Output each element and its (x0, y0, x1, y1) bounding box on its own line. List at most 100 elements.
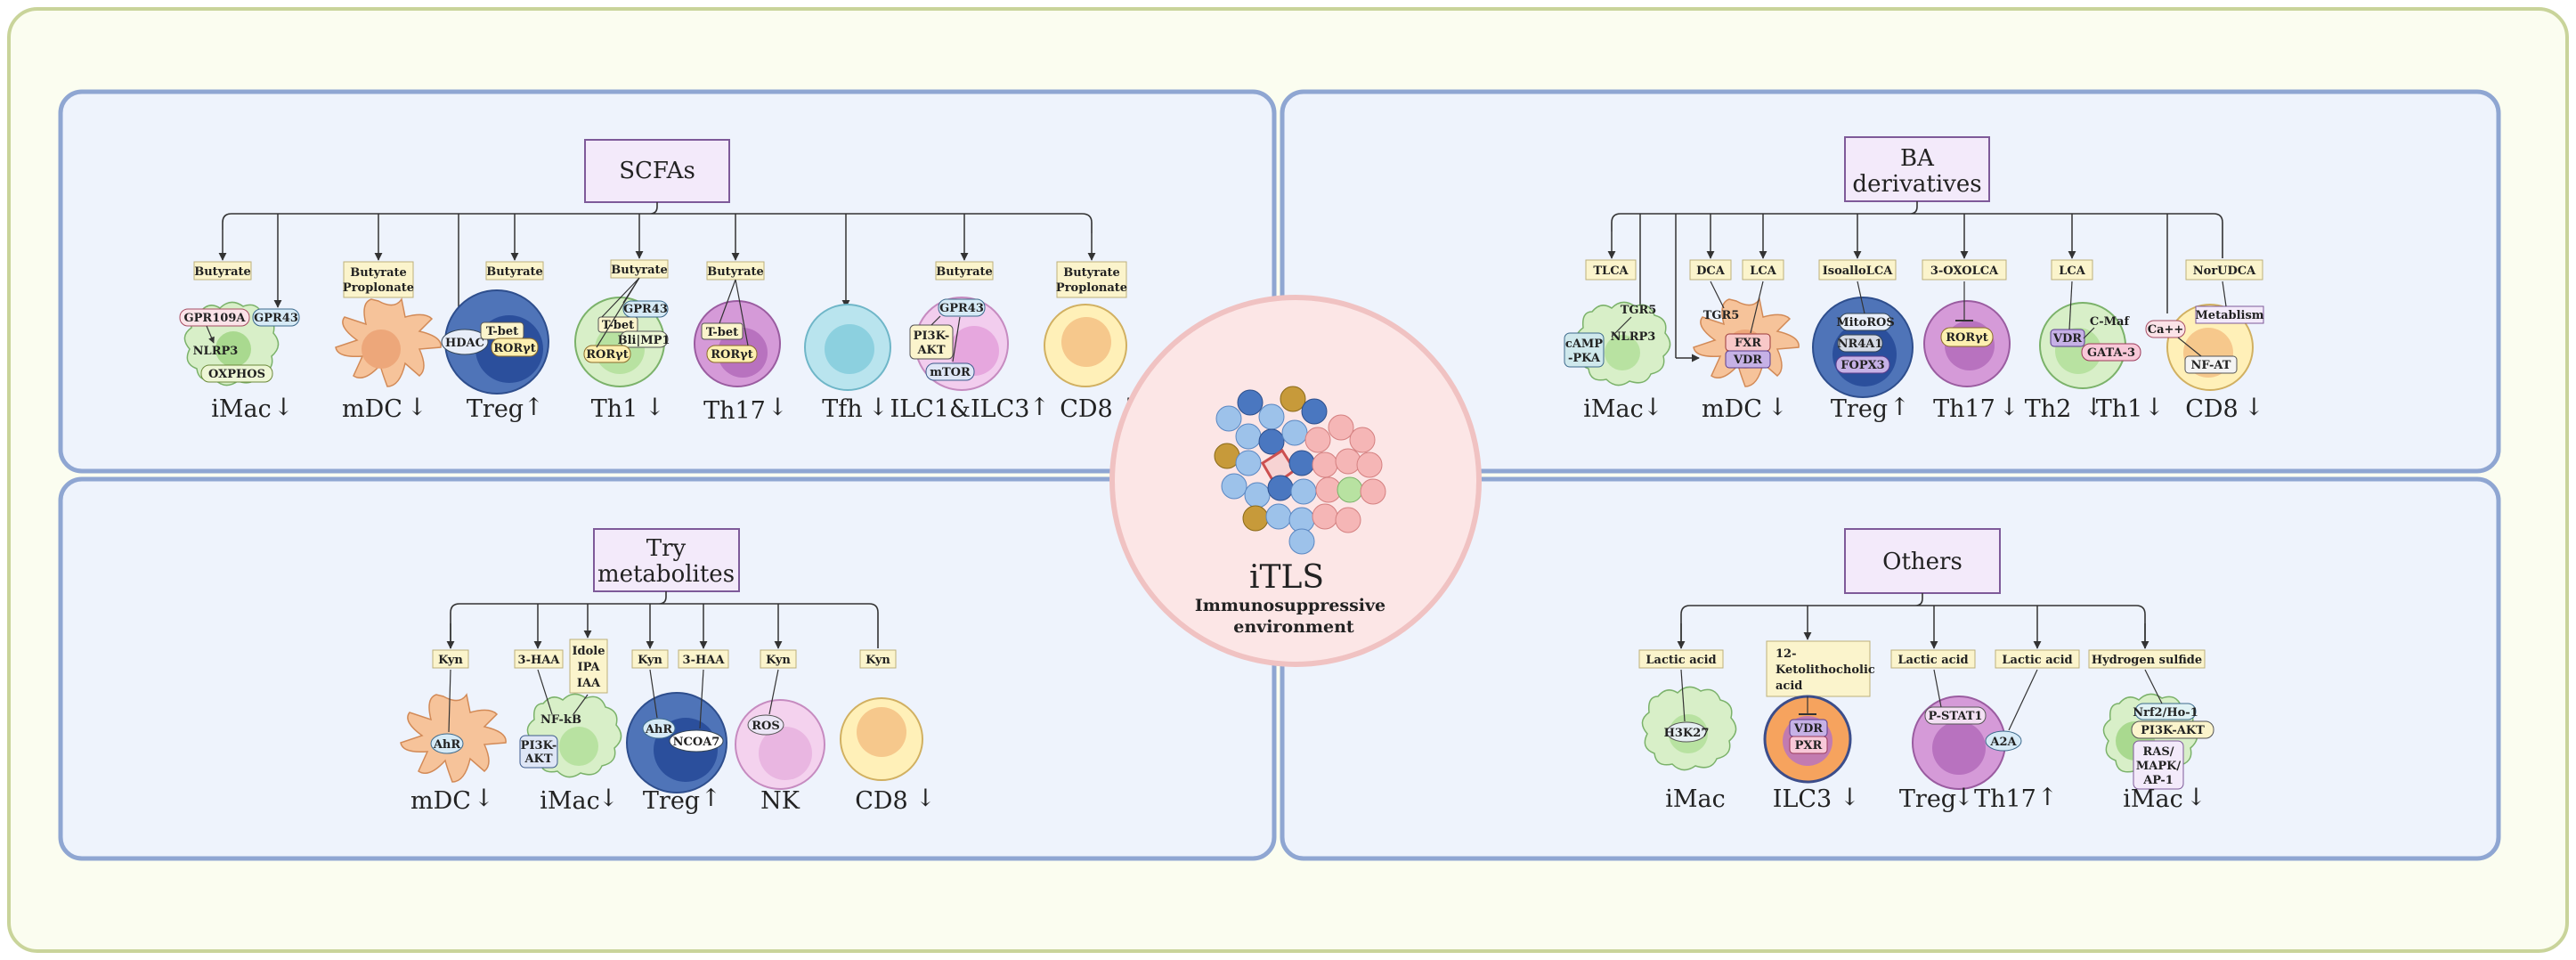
svg-text:RAS/: RAS/ (2142, 745, 2174, 759)
svg-text:OXPHOS: OXPHOS (208, 368, 265, 381)
try-imac-cell: NF-kB PI3K- AKT (519, 669, 622, 778)
others-label-lactic-b: Lactic acid (1897, 654, 1968, 667)
try-cell-nk: NK (760, 787, 800, 815)
try-nk-cell: ROS (735, 669, 825, 790)
scfa-title-box (584, 139, 730, 203)
others-label-lactic-c: Lactic acid (2002, 654, 2072, 667)
ba-th2-cell: VDR C-Maf GATA-3 (2039, 281, 2141, 389)
scfa-label-mdc-2: Proplonate (343, 281, 414, 295)
ba-title-2: derivatives (1852, 171, 1981, 198)
scfa-cd8-cell (1044, 304, 1127, 387)
center-subtitle-2: environment (1233, 617, 1354, 637)
ba-label-dca: DCA (1696, 264, 1726, 278)
ba-th2-down: ↓ (2084, 394, 2104, 421)
ba-th17-cell: RORγt (1923, 281, 2011, 387)
others-treg-down: ↓ (1954, 784, 1974, 811)
scfa-label-cd8-1: Butyrate (1063, 266, 1120, 280)
try-mdc-cell: AhR (400, 669, 507, 783)
ba-treg-cell: MitoROS NR4A1 FOPX3 (1812, 281, 1914, 398)
ba-cell-mdc: mDC (1702, 395, 1762, 423)
svg-text:AKT: AKT (524, 753, 552, 766)
ba-th17-down: ↓ (1999, 394, 2019, 421)
svg-text:RORγt: RORγt (1946, 331, 1988, 345)
others-label-lactic-a: Lactic acid (1646, 654, 1716, 667)
others-label-h2s: Hydrogen sulfide (2092, 654, 2202, 667)
svg-text:PI3K-AKT: PI3K-AKT (2141, 724, 2205, 737)
others-title: Others (1882, 549, 1962, 575)
svg-text:AKT: AKT (916, 344, 945, 357)
svg-text:MitoROS: MitoROS (1836, 316, 1895, 329)
try-label-haa-b: 3-HAA (683, 654, 726, 667)
scfa-cell-ilc: ILC1&ILC3 (890, 395, 1030, 423)
try-treg-up: ↑ (701, 785, 721, 812)
svg-text:VDR: VDR (2052, 332, 2082, 346)
scfa-title: SCFAs (619, 158, 695, 184)
center-itls: iTLS Immunosuppressive environment (1109, 295, 1482, 667)
scfa-th1-down: ↓ (645, 394, 665, 421)
ba-cd8-down: ↓ (2244, 394, 2264, 421)
others-label-keto-3: acid (1776, 679, 1802, 693)
scfa-mdc-cell (335, 297, 442, 387)
try-treg-cell: AhR NCOA7 (626, 669, 727, 793)
others-imac-b-down: ↓ (2186, 784, 2206, 811)
svg-text:VDR: VDR (1793, 722, 1823, 736)
ba-th1-down: ↓ (2144, 394, 2165, 421)
others-cell-th17: Th17 (1974, 785, 2036, 813)
others-ilc3-cell: VDR PXR (1763, 695, 1852, 784)
scfa-panel-content: SCFAs Butyrate Butyrate Proplonate Butyr… (179, 139, 1139, 425)
ba-cell-imac: iMac (1583, 395, 1644, 423)
others-treg-cell: P-STAT1 A2A (1912, 669, 2038, 790)
ba-cell-th1: Th1 (2096, 395, 2143, 423)
ba-label-lca-a: LCA (1750, 264, 1776, 278)
svg-text:GATA-3: GATA-3 (2087, 346, 2135, 360)
scfa-tfh-cell (804, 304, 891, 391)
others-label-keto-2: Ketolithocholic (1776, 663, 1875, 677)
others-title-box (1844, 528, 2001, 594)
svg-text:FXR: FXR (1735, 337, 1761, 350)
svg-text:TGR5: TGR5 (1703, 309, 1740, 322)
try-label-haa-a: 3-HAA (518, 654, 561, 667)
scfa-label-treg: Butyrate (486, 265, 543, 279)
svg-text:HDAC: HDAC (445, 337, 484, 350)
try-cd8-down: ↓ (915, 785, 936, 812)
try-cell-cd8: CD8 (855, 787, 907, 815)
try-cell-imac: iMac (540, 787, 600, 815)
try-label-kyn-a: Kyn (438, 654, 463, 667)
scfa-cell-cd8: CD8 (1060, 395, 1112, 423)
scfa-th17-cell: T-bet RORγt (694, 279, 781, 387)
others-cell-imac-a: iMac (1665, 785, 1726, 813)
ba-imac-cell: TGR5 cAMP -PKA NLRP3 (1564, 301, 1671, 386)
svg-text:TGR5: TGR5 (1621, 304, 1657, 317)
svg-text:AP-1: AP-1 (2142, 774, 2174, 787)
svg-text:cAMP: cAMP (1565, 338, 1603, 351)
svg-text:Ca++: Ca++ (2148, 323, 2184, 337)
try-title-1: Try (646, 535, 687, 562)
try-label-kyn-b: Kyn (638, 654, 662, 667)
scfa-cell-imac: iMac (211, 395, 272, 423)
try-imac-down: ↓ (598, 785, 619, 812)
svg-text:GPR43: GPR43 (254, 312, 298, 325)
scfa-label-mdc-1: Butyrate (350, 266, 407, 280)
panel-others (1280, 476, 2501, 861)
svg-text:NCOA7: NCOA7 (673, 736, 720, 749)
scfa-imac-down: ↓ (273, 394, 294, 421)
scfa-label-cd8-2: Proplonate (1056, 281, 1127, 295)
svg-text:Nrf2/Ho-1: Nrf2/Ho-1 (2133, 706, 2198, 720)
ba-cell-th2: Th2 (2025, 395, 2072, 423)
others-imac-b-cell: Nrf2/Ho-1 PI3K-AKT RAS/ MAPK/ AP-1 (2102, 669, 2214, 790)
try-bracket (450, 591, 879, 648)
try-cell-treg: Treg (643, 787, 700, 815)
scfa-tfh-down: ↓ (868, 394, 889, 421)
others-imac-a-cell: H3K27 (1641, 669, 1737, 771)
svg-text:VDR: VDR (1733, 354, 1762, 367)
ba-label-tlca: TLCA (1593, 264, 1629, 278)
scfa-bracket (222, 202, 1093, 233)
try-cd8-cell (840, 697, 923, 781)
cell-cluster-illustration (1214, 386, 1386, 555)
scfa-ilc-up: ↑ (1029, 394, 1050, 421)
svg-text:PI3K-: PI3K- (521, 739, 557, 753)
try-label-kyn-c: Kyn (766, 654, 791, 667)
ba-title-1: BA (1900, 145, 1935, 172)
svg-text:NR4A1: NR4A1 (1838, 338, 1883, 351)
